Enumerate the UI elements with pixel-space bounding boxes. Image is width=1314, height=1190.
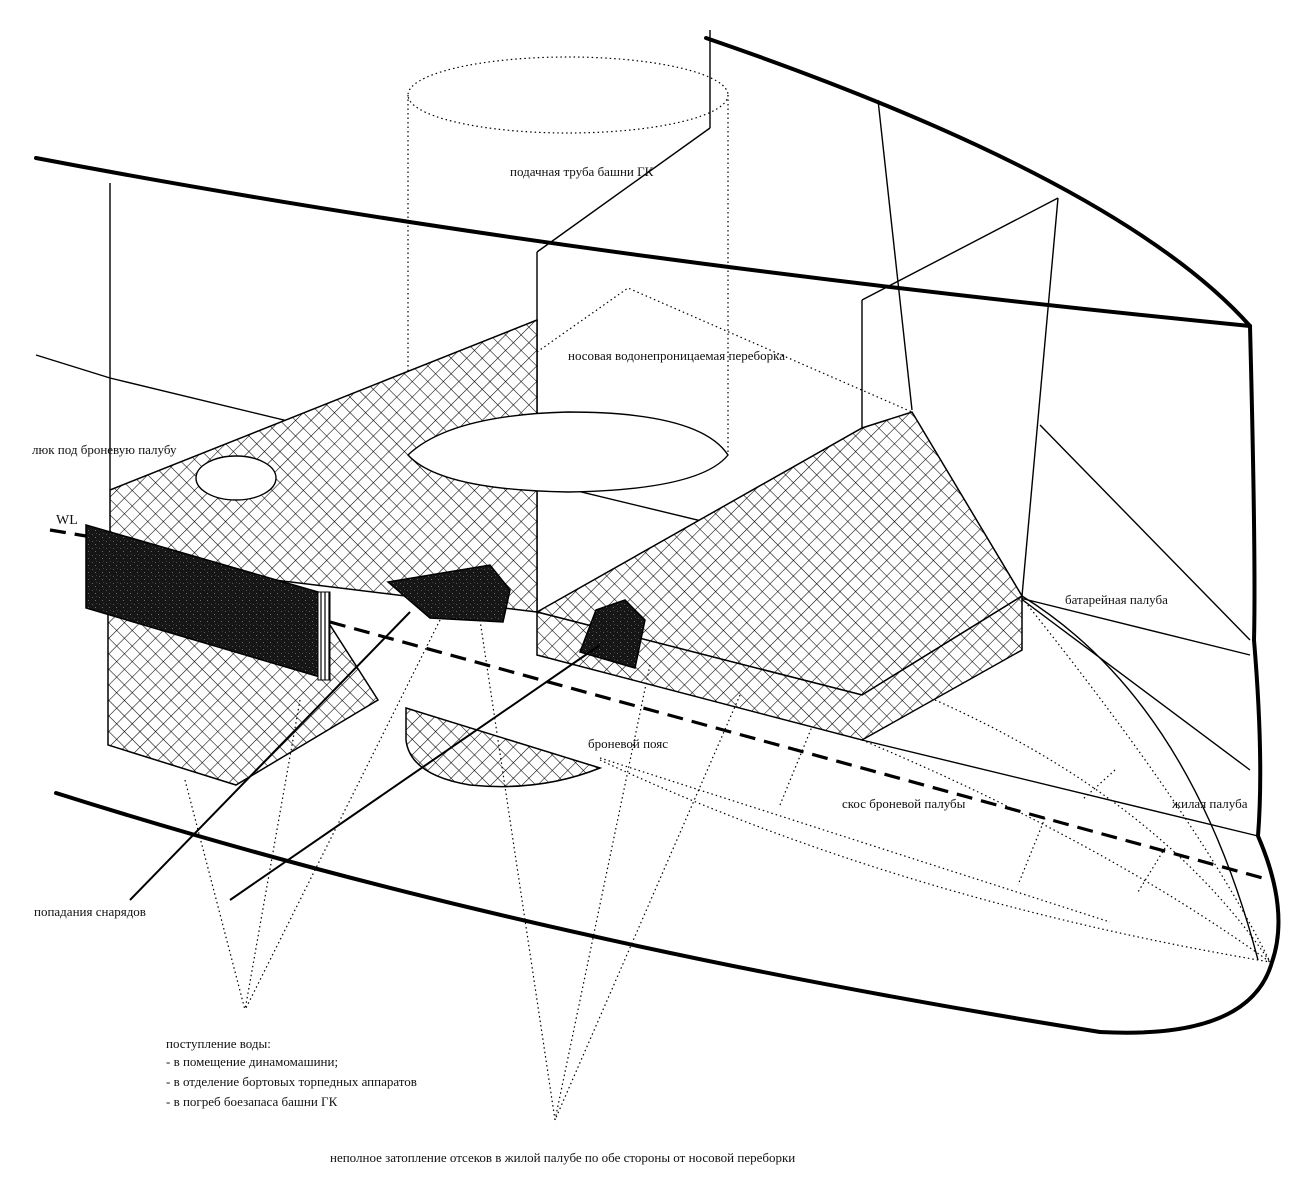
feed-tube-opening — [407, 411, 729, 493]
armor-belt-plate — [405, 706, 603, 788]
label-water-ingress-title: поступление воды: — [166, 1036, 271, 1051]
label-water-ingress-item: - в погреб боезапаса башни ГК — [166, 1094, 338, 1109]
stem-line — [1098, 324, 1281, 1035]
label-living-deck: жилая палуба — [1171, 796, 1248, 811]
keel-line — [54, 791, 1102, 1034]
label-waterline: WL — [56, 513, 78, 528]
water-ingress-pointers — [184, 619, 441, 1011]
label-flooding: неполное затопление отсеков в жилой палу… — [330, 1150, 795, 1165]
sheer-line — [704, 36, 1252, 328]
labels: подачная труба башни ГК носовая водонепр… — [32, 164, 1248, 1165]
label-shell-hits: попадания снарядов — [34, 904, 146, 919]
label-water-ingress-item: - в помещение динамомашини; — [166, 1054, 338, 1069]
upper-deck-edge — [34, 156, 1252, 328]
label-deck-slope: скос броневой палубы — [842, 796, 966, 811]
shell-hole-small — [579, 599, 646, 669]
armor-deck — [107, 318, 1024, 788]
label-water-ingress-item: - в отделение бортовых торпедных аппарат… — [166, 1074, 417, 1089]
label-feed-tube: подачная труба башни ГК — [510, 164, 654, 179]
armor-deck-right-side — [536, 594, 1023, 741]
shell-holes — [85, 524, 646, 682]
label-battery-deck: батарейная палуба — [1065, 592, 1168, 607]
flooding-pointers — [479, 619, 741, 1121]
hatch-ellipse — [195, 455, 277, 501]
label-bulkhead: носовая водонепроницаемая переборка — [568, 348, 785, 363]
shell-hole-middle — [386, 564, 511, 623]
shell-hit-pointers — [129, 611, 601, 901]
structure-lines — [35, 30, 1259, 961]
label-armor-belt: броневой пояс — [588, 736, 668, 751]
shell-hole-striped-edge — [317, 591, 331, 681]
dotted-construction — [536, 287, 1271, 963]
label-hatch: люк под броневую палубу — [32, 442, 177, 457]
